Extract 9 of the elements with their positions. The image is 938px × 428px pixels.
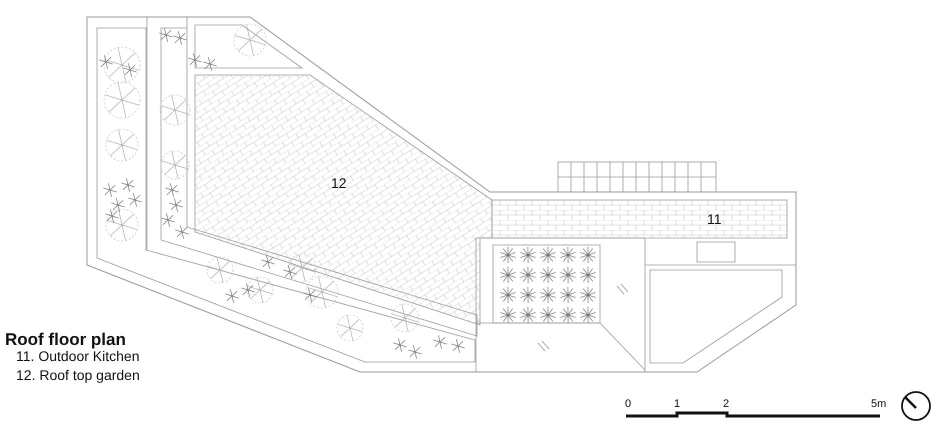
plan-title: Roof floor plan [5,331,126,350]
legend-item: 11. Outdoor Kitchen [16,349,140,364]
scale-label: 0 [625,398,632,410]
scale-label: 5m [871,398,886,410]
legend-item: 12. Roof top garden [16,368,140,384]
room-number: 11 [707,212,722,228]
scale-label: 1 [674,398,680,410]
room-number: 12 [331,176,347,192]
scale-label: 2 [723,398,730,410]
